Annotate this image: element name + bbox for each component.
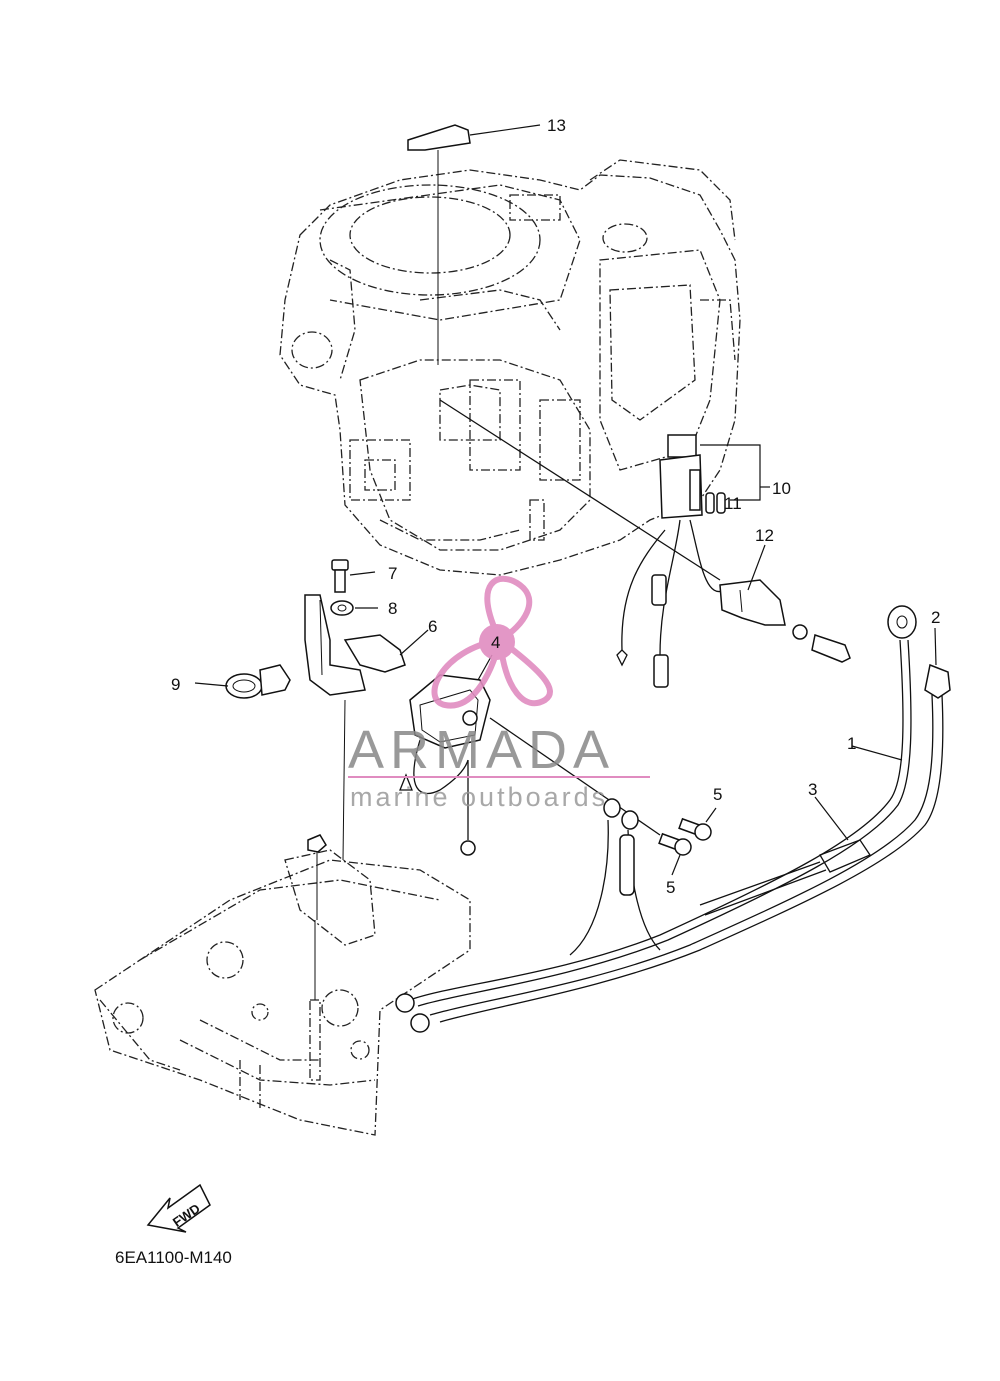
callout-9: 9 xyxy=(171,675,180,694)
callout-5-upper: 5 xyxy=(713,785,722,804)
callout-3: 3 xyxy=(808,780,817,799)
callout-2: 2 xyxy=(931,608,940,627)
part-12-bracket xyxy=(719,544,851,663)
watermark-brand: ARMADA xyxy=(348,720,615,780)
part-4-rectifier xyxy=(399,654,661,856)
callout-7: 7 xyxy=(388,564,397,583)
part-13-cap xyxy=(407,124,541,365)
engine-harness xyxy=(439,399,726,688)
lower-bolt xyxy=(307,834,327,1000)
callout-10: 10 xyxy=(772,479,791,498)
callout-11: 11 xyxy=(724,494,742,513)
diagram-code: 6EA1100-M140 xyxy=(115,1248,232,1267)
fwd-arrow-icon xyxy=(146,1183,211,1233)
part-5-bolts xyxy=(658,807,717,876)
callout-8: 8 xyxy=(388,599,397,618)
callout-12: 12 xyxy=(755,526,774,545)
lower-housing-outline xyxy=(94,849,471,1136)
callout-13: 13 xyxy=(547,116,566,135)
battery-cables xyxy=(395,605,951,1033)
part-10-connector xyxy=(659,434,770,519)
callout-4: 4 xyxy=(491,633,500,652)
engine-block-outline xyxy=(279,159,741,576)
watermark-tagline: marine outboards xyxy=(350,782,608,812)
callout-1: 1 xyxy=(847,734,856,753)
watermark-propeller-icon xyxy=(431,575,553,709)
callout-6: 6 xyxy=(428,617,437,636)
bracket-assembly xyxy=(194,559,429,861)
callout-5-lower: 5 xyxy=(666,878,675,897)
